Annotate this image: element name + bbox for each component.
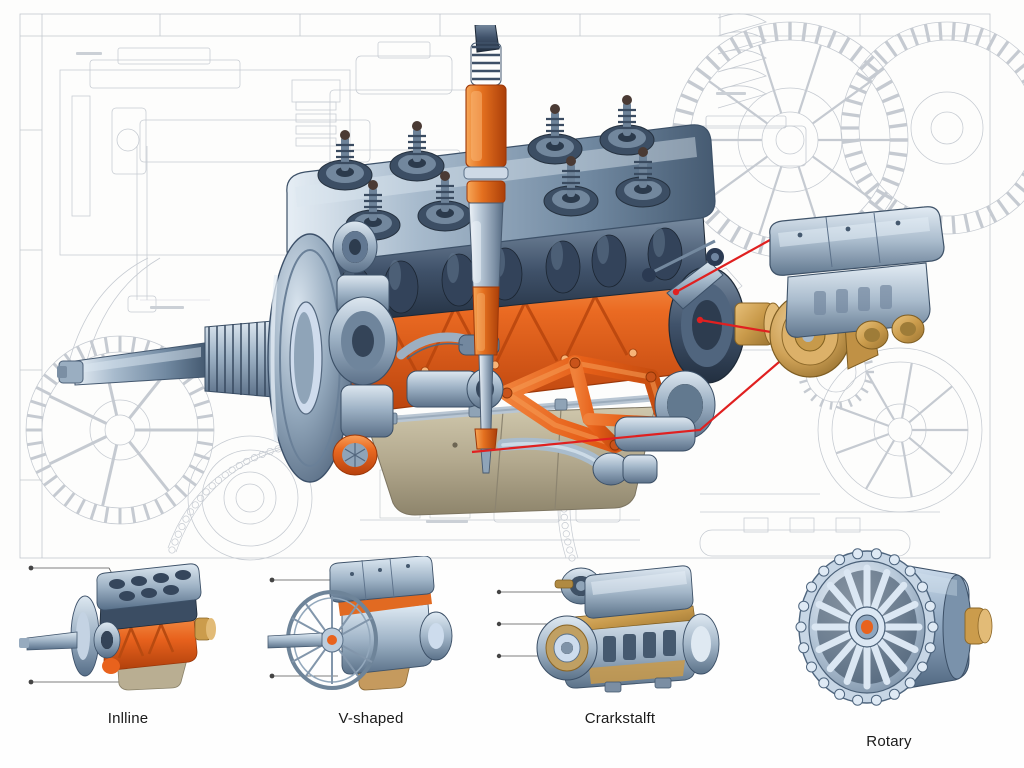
inset-ports xyxy=(855,314,925,350)
inset-block xyxy=(785,262,931,338)
thumbnail-label-crankshaft: Crarkstalft xyxy=(584,710,656,727)
flywheel-disc xyxy=(267,233,353,483)
thumbnail-label-v-shaped: V-shaped xyxy=(338,710,404,727)
spline-collar xyxy=(204,320,274,398)
thumbnail-inline[interactable]: Inlline xyxy=(0,556,256,768)
thumbnail-label-inline: Inlline xyxy=(107,710,149,727)
thumbnail-crankshaft-art xyxy=(495,556,745,696)
detail-callout-drawing xyxy=(769,206,945,378)
blueprint-drawing xyxy=(19,13,1024,562)
engine-type-thumbnail-row: Inlline xyxy=(0,548,1024,768)
thumbnail-v-shaped-art xyxy=(266,556,476,696)
thumbnail-v-shaped[interactable]: V-shaped xyxy=(256,556,486,768)
valve-spring-row-front xyxy=(345,147,671,241)
thumbnail-label-rotary: Rotary xyxy=(866,733,912,750)
valve-spring-row-back xyxy=(317,95,655,191)
flywheel-assembly xyxy=(57,233,353,483)
thumbnail-rotary-art xyxy=(779,544,999,709)
inset-head xyxy=(769,206,945,276)
engine-cutaway-main xyxy=(55,25,845,545)
engine-cutaway-drawing xyxy=(57,25,783,516)
detail-callout-module xyxy=(748,205,958,390)
front-accessory-housings xyxy=(328,220,398,476)
thumbnail-crankshaft[interactable]: Crarkstalft xyxy=(486,556,754,768)
thumbnail-inline-art xyxy=(13,556,243,696)
thumbnail-rotary[interactable]: Rotary xyxy=(754,548,1024,768)
